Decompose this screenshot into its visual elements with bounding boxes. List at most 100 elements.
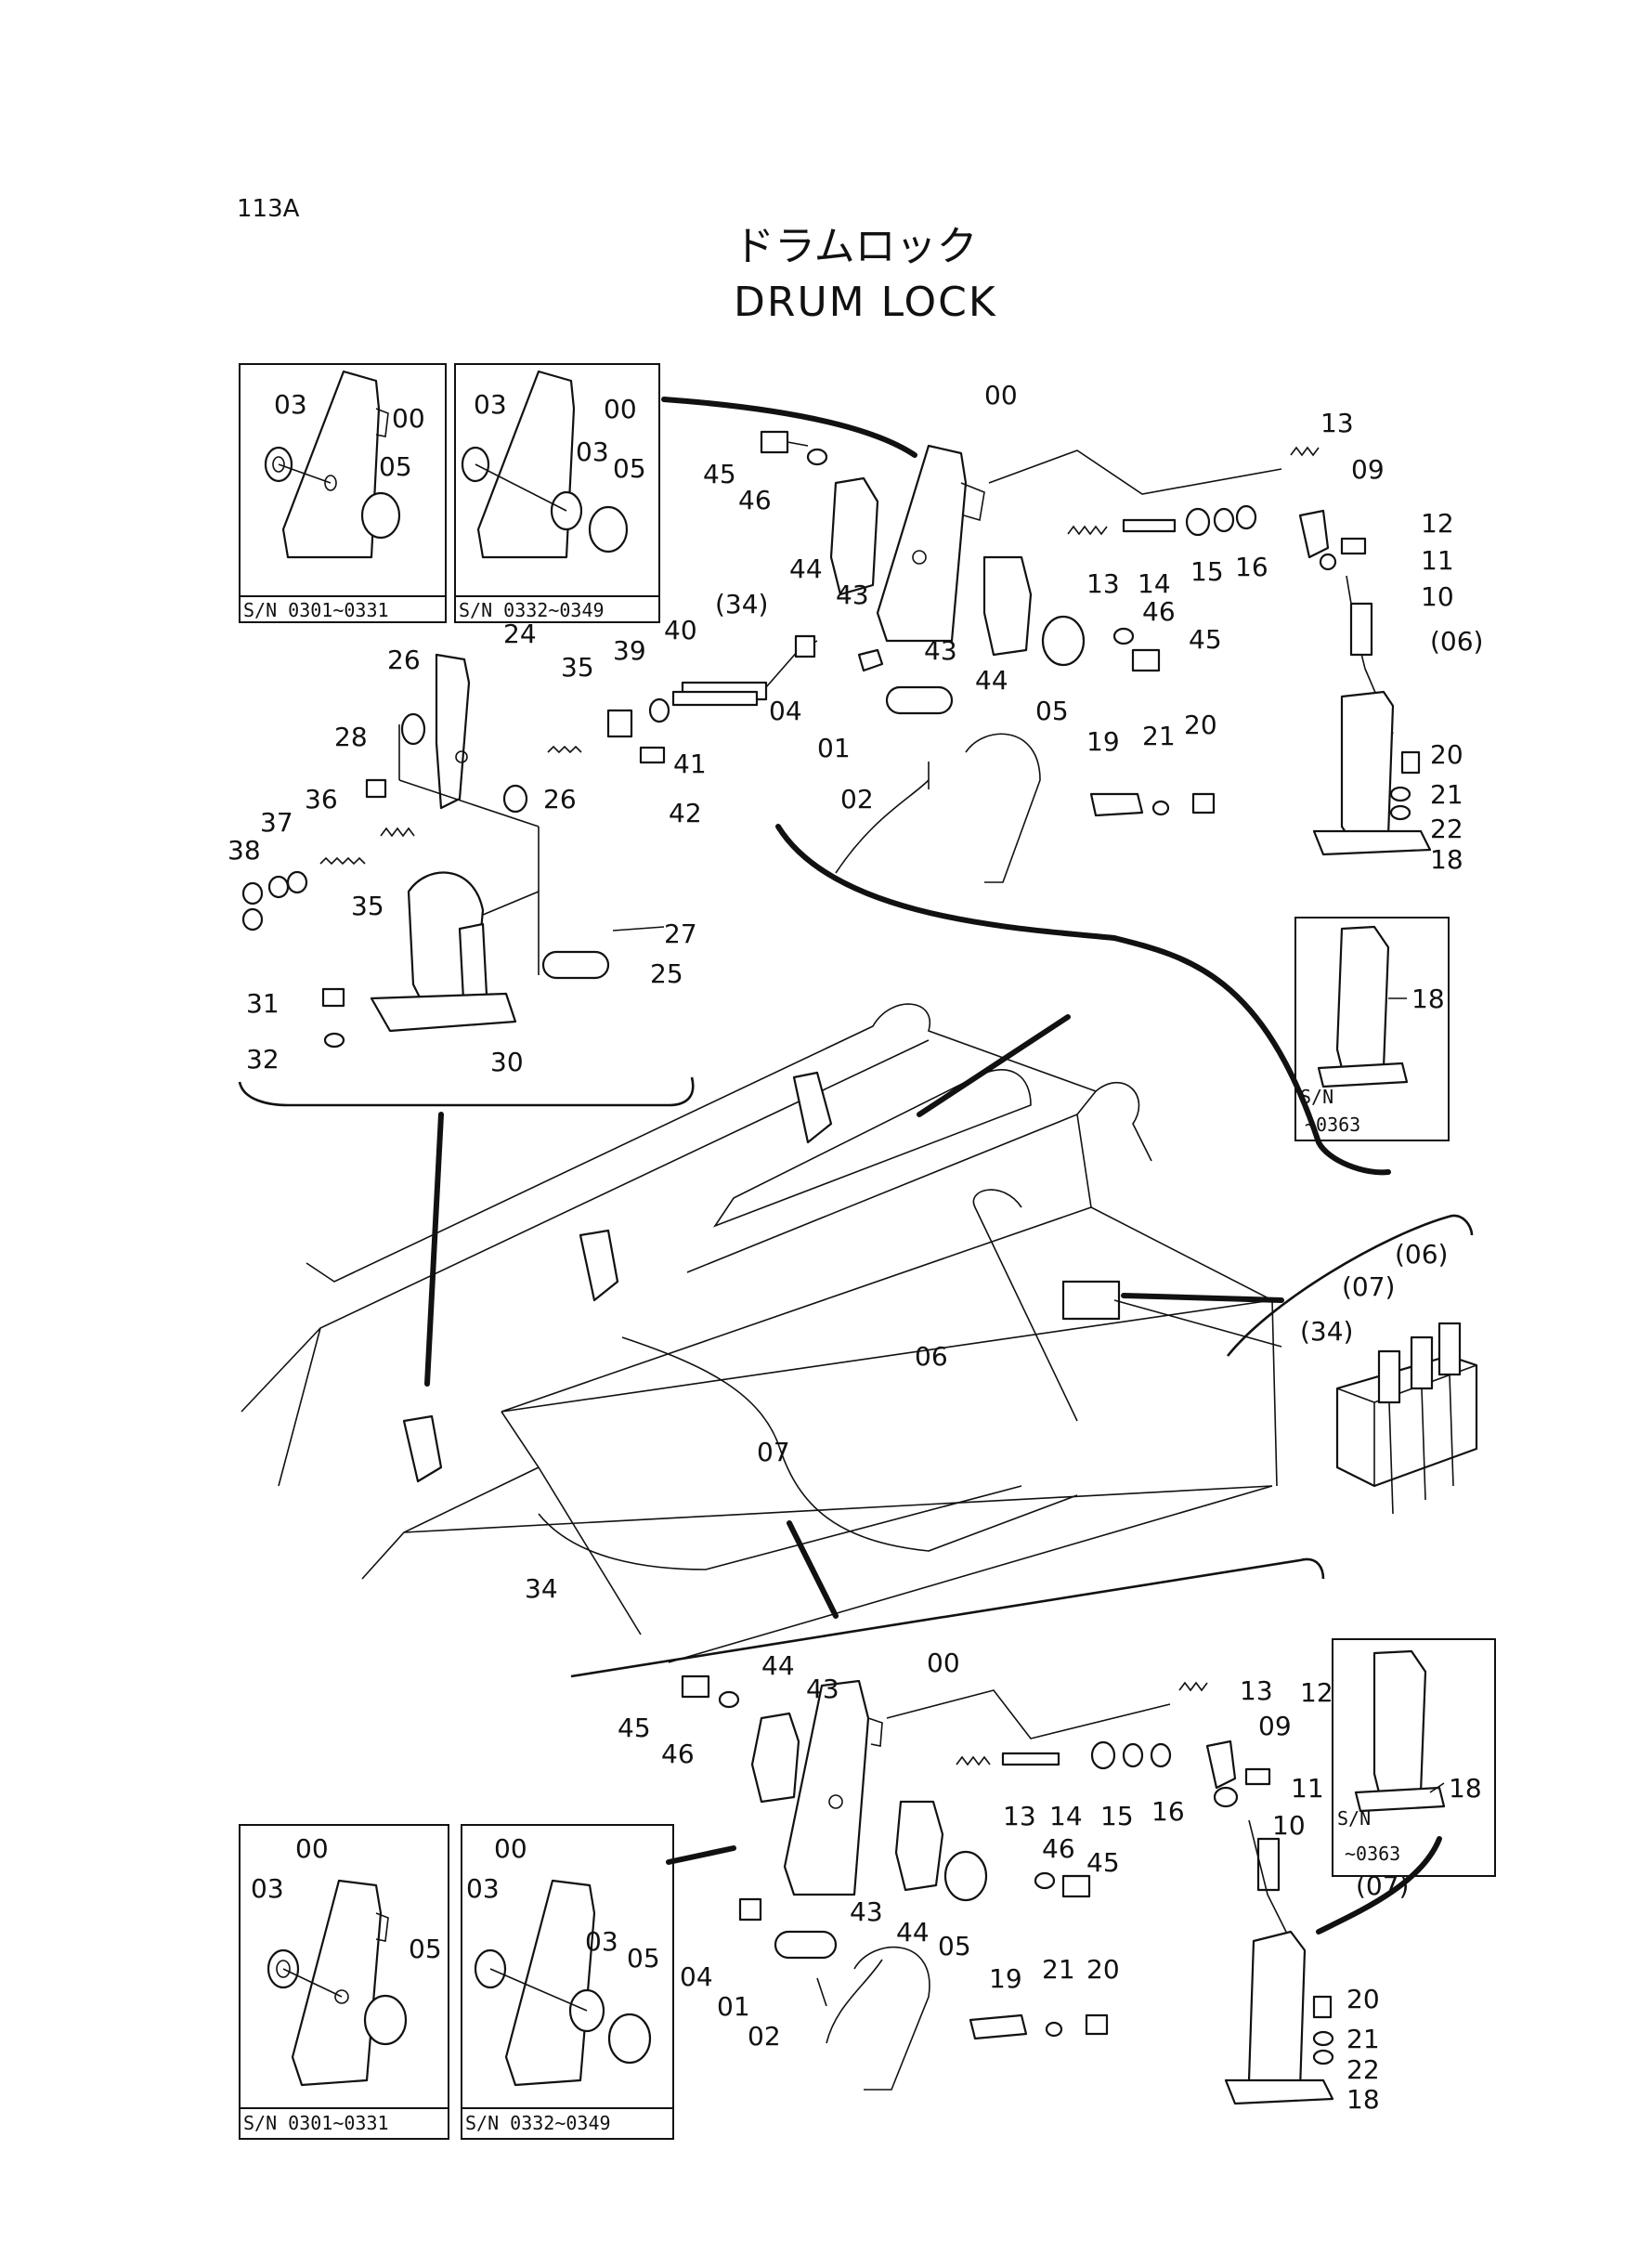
part-label: 18 [1430,844,1463,875]
part-label: 20 [1346,1984,1380,2014]
serial-range: ~0363 [1345,1843,1400,1865]
part-label: 02 [840,784,874,814]
inset-stand-sn-0363-top: 18 S/N ~0363 [1112,917,1450,1176]
part-label: 26 [387,645,421,675]
part-label: 46 [661,1739,695,1769]
part-label: 18 [1449,1773,1482,1804]
part-label: 12 [1300,1677,1333,1708]
part-label: 21 [1042,1954,1075,1985]
part-label: (34) [715,589,768,619]
part-label: 15 [1190,556,1224,587]
part-label: 01 [817,733,851,763]
part-label: 18 [1411,984,1445,1014]
part-label: 27 [664,919,697,949]
inset-label: 05 [627,1943,660,1974]
left-lock-assembly: 24 26 35 39 40 28 36 26 42 41 37 38 35 2… [228,615,759,1107]
part-label: 11 [1291,1773,1324,1804]
inset-sn-0301-0331-bottom: 00 03 05 S/N 0301~0331 [239,1824,449,2140]
part-label: 10 [1272,1810,1306,1841]
part-label: 04 [769,696,802,726]
part-label: 32 [246,1044,280,1075]
inset-label: 03 [585,1926,618,1957]
part-label: 39 [613,635,646,666]
part-label: 07 [757,1437,790,1467]
part-label: 21 [1346,2024,1380,2054]
part-label: 16 [1151,1796,1185,1827]
serial-range: S/N 0332~0349 [459,599,605,621]
part-label: 12 [1421,508,1454,539]
inset-sn-0301-0331-top: 03 00 05 S/N 0301~0331 [239,363,447,623]
inset-label: 03 [274,389,307,420]
part-label: 21 [1142,721,1176,751]
part-label: 44 [761,1650,795,1681]
part-label: 13 [1086,568,1120,599]
part-label: 38 [228,835,261,866]
lower-lever-assembly: 00 44 43 45 46 13 12 09 11 10 13 14 15 1… [570,1557,1482,2115]
part-label: 20 [1430,739,1463,770]
part-label: 06 [915,1341,948,1372]
part-label: 10 [1421,581,1454,612]
part-label: 24 [503,619,537,649]
part-label: 13 [1003,1801,1036,1831]
part-label: 18 [1346,2084,1380,2115]
part-label: 25 [650,958,683,989]
inset-label: 05 [613,453,646,484]
part-label: 43 [836,580,869,610]
part-label: 22 [1430,814,1463,844]
part-label: 46 [1042,1833,1075,1864]
upper-lever-assembly: 00 13 09 12 11 10 45 46 44 43 13 14 15 1… [661,380,1483,941]
part-label: 02 [748,2021,781,2052]
part-label: 44 [896,1917,930,1948]
part-label: 46 [1142,596,1176,627]
part-label: 30 [490,1047,524,1077]
part-label: 26 [543,784,577,814]
part-label: 45 [1086,1847,1120,1878]
part-label: (06) [1395,1239,1448,1270]
part-label: 09 [1258,1711,1292,1741]
part-label: 21 [1430,779,1463,810]
serial-range: S/N 0301~0331 [243,2112,389,2134]
part-label: 15 [1100,1801,1134,1831]
inset-sn-0332-0349-top: 03 00 03 05 S/N 0332~0349 [454,363,660,623]
part-label: 00 [927,1648,960,1678]
part-label: 05 [1035,696,1069,726]
part-label: 01 [717,1991,750,2022]
part-label: 19 [1086,726,1120,757]
part-label: 43 [924,635,957,666]
part-label: 31 [246,988,280,1019]
inset-label: 05 [379,451,412,482]
part-label: 20 [1086,1954,1120,1985]
part-label: 36 [305,784,338,814]
part-label: 09 [1351,454,1385,485]
valve-block: (06) (07) (34) [1226,1214,1478,1515]
part-label: 35 [351,891,384,921]
part-label: 35 [561,652,594,683]
part-label: (06) [1430,626,1483,657]
machine-frame: 06 07 34 [241,1003,1284,1663]
part-label: 14 [1138,568,1171,599]
part-label: 45 [1189,624,1222,655]
inset-label: 00 [604,394,637,424]
inset-sn-0332-0349-bottom: 00 03 03 05 S/N 0332~0349 [461,1824,674,2140]
part-label: 11 [1421,545,1454,576]
part-label: 28 [334,722,368,752]
part-label: 43 [806,1674,839,1704]
inset-label: 00 [392,403,425,434]
part-label: (34) [1300,1316,1353,1347]
part-label: 13 [1240,1675,1273,1706]
part-label: 40 [664,615,697,645]
title-english: DRUM LOCK [734,279,997,326]
part-label: 41 [673,749,707,779]
part-label: 22 [1346,2054,1380,2085]
part-label: 13 [1320,408,1354,438]
inset-label: 03 [251,1873,284,1904]
inset-stand-sn-0363-bottom: S/N ~0363 [1332,1638,1496,1877]
page-code: 113A [237,195,300,223]
part-label: 19 [989,1963,1022,1994]
inset-label: 03 [474,389,507,420]
inset-label: 03 [466,1873,500,1904]
serial-range: S/N 0301~0331 [243,599,389,621]
part-label: 44 [789,554,823,584]
inset-label: 00 [494,1833,527,1864]
part-label: 20 [1184,710,1217,740]
